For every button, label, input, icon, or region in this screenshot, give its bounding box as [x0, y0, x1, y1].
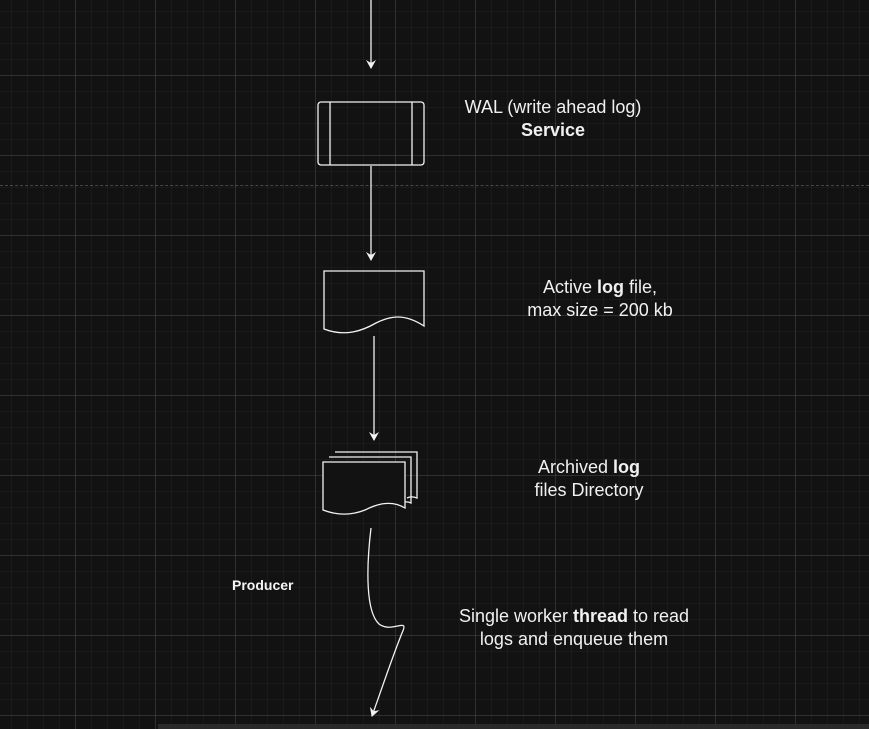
- canvas-bottom-scrollbar[interactable]: [158, 724, 869, 729]
- wal-service-line2: Service: [520, 120, 586, 140]
- wal-service-label: WAL (write ahead log) Service: [440, 96, 666, 142]
- archived-log-line2: files Directory: [534, 480, 644, 500]
- page-break-divider: [0, 185, 869, 186]
- worker-thread-label: Single worker thread to read logs and en…: [438, 605, 710, 651]
- archived-logs-multi-document-shape[interactable]: [322, 451, 418, 515]
- active-log-line1: Active log file,: [542, 277, 658, 297]
- wal-service-line1: WAL (write ahead log): [464, 97, 642, 117]
- worker-thread-curved-arrow: [367, 527, 405, 717]
- wal-service-process-shape[interactable]: [317, 101, 425, 166]
- active-log-document-shape[interactable]: [323, 270, 425, 334]
- active-log-line2: max size = 200 kb: [527, 300, 673, 320]
- worker-thread-line2: logs and enqueue them: [479, 629, 669, 649]
- producer-label: Producer: [232, 577, 294, 593]
- active-log-label: Active log file, max size = 200 kb: [500, 276, 700, 322]
- worker-thread-line1: Single worker thread to read: [458, 606, 690, 626]
- archived-log-label: Archived log files Directory: [500, 456, 678, 502]
- archived-log-line1: Archived log: [537, 457, 641, 477]
